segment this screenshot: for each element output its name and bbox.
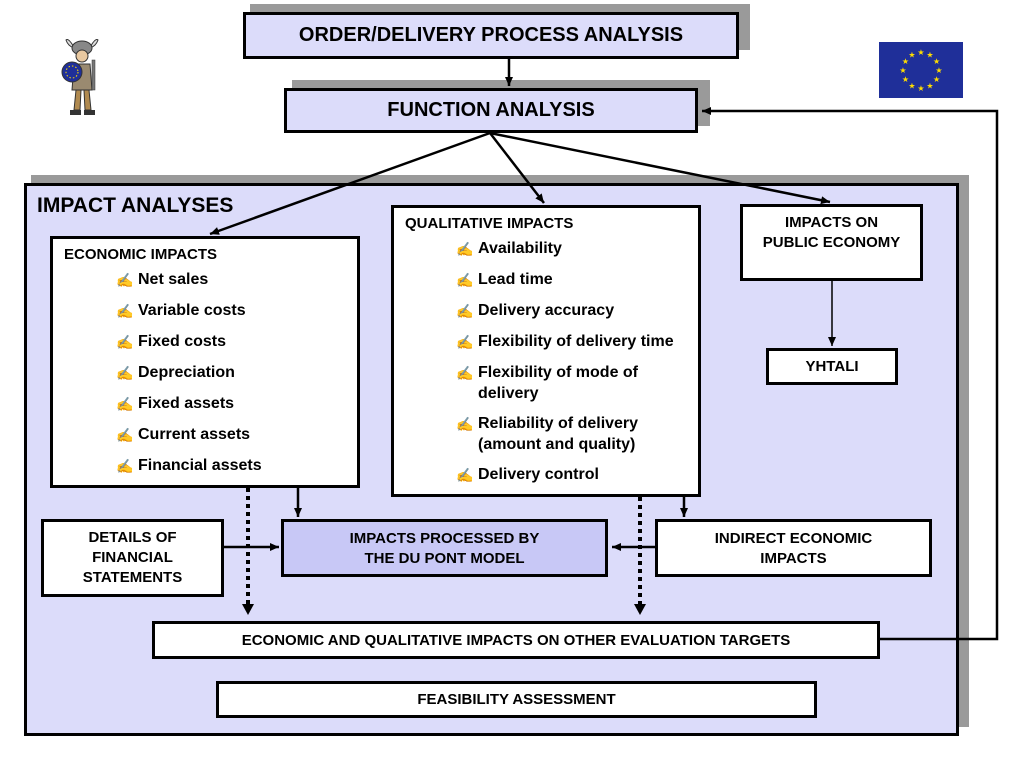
economic-item-label: Fixed costs xyxy=(138,333,227,350)
financial-details-box: DETAILS OF FINANCIAL STATEMENTS xyxy=(41,519,224,597)
qualitative-item: ✍Lead time xyxy=(456,269,696,291)
qualitative-item: ✍Delivery accuracy xyxy=(456,300,696,322)
pen-bullet-icon: ✍ xyxy=(456,365,474,381)
dupont-line1: IMPACTS PROCESSED BY xyxy=(349,530,540,547)
qualitative-item-label: Delivery accuracy xyxy=(478,302,615,319)
pen-bullet-icon: ✍ xyxy=(116,396,134,412)
economic-item: ✍Fixed assets xyxy=(116,393,357,415)
economic-item-label: Variable costs xyxy=(138,302,246,319)
pen-bullet-icon: ✍ xyxy=(456,241,474,257)
qualitative-impacts-list: ✍Availability✍Lead time✍Delivery accurac… xyxy=(456,238,696,486)
financial-details-line1: DETAILS OF xyxy=(88,529,177,546)
other-evaluation-targets-label: ECONOMIC AND QUALITATIVE IMPACTS ON OTHE… xyxy=(241,631,791,649)
function-analysis-box: FUNCTION ANALYSIS xyxy=(284,88,698,133)
feasibility-assessment-label: FEASIBILITY ASSESSMENT xyxy=(417,691,616,708)
eu-star-icon: ★ xyxy=(899,66,906,75)
other-evaluation-targets-box: ECONOMIC AND QUALITATIVE IMPACTS ON OTHE… xyxy=(152,621,880,659)
pen-bullet-icon: ✍ xyxy=(116,272,134,288)
indirect-line2: IMPACTS xyxy=(760,550,827,567)
feedback-loop-to-function xyxy=(702,107,999,641)
economic-item-label: Depreciation xyxy=(138,364,235,381)
eu-star-icon: ★ xyxy=(902,75,909,84)
economic-item-label: Financial assets xyxy=(138,457,262,474)
pen-bullet-icon: ✍ xyxy=(456,272,474,288)
qualitative-item-label: Flexibility of delivery time xyxy=(478,333,674,350)
dotted-economic-arrowhead xyxy=(242,604,254,615)
pen-bullet-icon: ✍ xyxy=(456,334,474,350)
order-delivery-process-title: ORDER/DELIVERY PROCESS ANALYSIS xyxy=(298,24,684,46)
financial-details-line2: FINANCIAL xyxy=(92,549,173,566)
eu-star-icon: ★ xyxy=(926,50,933,59)
qualitative-item-label: Availability xyxy=(478,240,562,257)
economic-item: ✍Depreciation xyxy=(116,362,357,384)
eu-star-icon: ★ xyxy=(933,75,940,84)
yhtali-label: YHTALI xyxy=(805,358,859,375)
economic-item: ✍Current assets xyxy=(116,424,357,446)
viking-mascot-icon xyxy=(58,36,106,120)
qualitative-item-label: Reliability of delivery (amount and qual… xyxy=(478,415,639,453)
pen-bullet-icon: ✍ xyxy=(456,467,474,483)
public-economy-line2: PUBLIC ECONOMY xyxy=(762,234,901,251)
indirect-line1: INDIRECT ECONOMIC xyxy=(714,530,873,547)
qualitative-item: ✍Delivery control xyxy=(456,464,696,486)
qualitative-impacts-box: QUALITATIVE IMPACTS ✍Availability✍Lead t… xyxy=(391,205,701,497)
economic-item: ✍Variable costs xyxy=(116,300,357,322)
economic-impacts-title: ECONOMIC IMPACTS xyxy=(64,246,218,263)
qualitative-item: ✍Reliability of delivery (amount and qua… xyxy=(456,413,696,455)
indirect-impacts-box: INDIRECT ECONOMIC IMPACTS xyxy=(655,519,932,577)
economic-item-label: Current assets xyxy=(138,426,251,443)
economic-item-label: Net sales xyxy=(138,271,209,288)
pen-bullet-icon: ✍ xyxy=(116,365,134,381)
eu-star-icon: ★ xyxy=(917,84,924,93)
qualitative-item: ✍Flexibility of delivery time xyxy=(456,331,696,353)
public-economy-box: IMPACTS ON PUBLIC ECONOMY xyxy=(740,204,923,281)
eu-star-icon: ★ xyxy=(917,48,924,57)
economic-item-label: Fixed assets xyxy=(138,395,235,412)
economic-item: ✍Net sales xyxy=(116,269,357,291)
eu-star-icon: ★ xyxy=(935,66,942,75)
eu-star-icon: ★ xyxy=(908,50,915,59)
arrow-function-to-economic xyxy=(209,131,491,236)
pen-bullet-icon: ✍ xyxy=(456,303,474,319)
economic-item: ✍Fixed costs xyxy=(116,331,357,353)
eu-star-icon: ★ xyxy=(902,57,909,66)
eu-star-icon: ★ xyxy=(926,82,933,91)
feasibility-assessment-box: FEASIBILITY ASSESSMENT xyxy=(216,681,817,718)
eu-flag-icon: ★★★★★★★★★★★★ xyxy=(879,42,963,98)
dupont-model-box: IMPACTS PROCESSED BY THE DU PONT MODEL xyxy=(281,519,608,577)
qualitative-item-label: Lead time xyxy=(478,271,553,288)
qualitative-item-label: Flexibility of mode of delivery xyxy=(478,364,639,402)
pen-bullet-icon: ✍ xyxy=(456,416,474,432)
qualitative-item-label: Delivery control xyxy=(478,466,599,483)
financial-details-line3: STATEMENTS xyxy=(82,569,183,586)
qualitative-item: ✍Flexibility of mode of delivery xyxy=(456,362,696,404)
function-analysis-title: FUNCTION ANALYSIS xyxy=(387,99,595,121)
order-delivery-process-box: ORDER/DELIVERY PROCESS ANALYSIS xyxy=(243,12,739,59)
pen-bullet-icon: ✍ xyxy=(116,334,134,350)
public-economy-line1: IMPACTS ON xyxy=(784,214,879,231)
qualitative-item: ✍Availability xyxy=(456,238,696,260)
pen-bullet-icon: ✍ xyxy=(116,458,134,474)
arrow-function-to-qualitative xyxy=(489,132,545,204)
yhtali-box: YHTALI xyxy=(766,348,898,385)
eu-star-icon: ★ xyxy=(933,57,940,66)
economic-impacts-box: ECONOMIC IMPACTS ✍Net sales✍Variable cos… xyxy=(50,236,360,488)
impact-analyses-title: IMPACT ANALYSES xyxy=(37,194,234,217)
dotted-qualitative-arrowhead xyxy=(634,604,646,615)
arrow-function-to-public xyxy=(489,131,831,205)
qualitative-impacts-title: QUALITATIVE IMPACTS xyxy=(405,215,574,232)
economic-impacts-list: ✍Net sales✍Variable costs✍Fixed costs✍De… xyxy=(116,269,357,477)
pen-bullet-icon: ✍ xyxy=(116,303,134,319)
economic-item: ✍Financial assets xyxy=(116,455,357,477)
dupont-line2: THE DU PONT MODEL xyxy=(364,550,525,567)
pen-bullet-icon: ✍ xyxy=(116,427,134,443)
eu-star-icon: ★ xyxy=(908,82,915,91)
